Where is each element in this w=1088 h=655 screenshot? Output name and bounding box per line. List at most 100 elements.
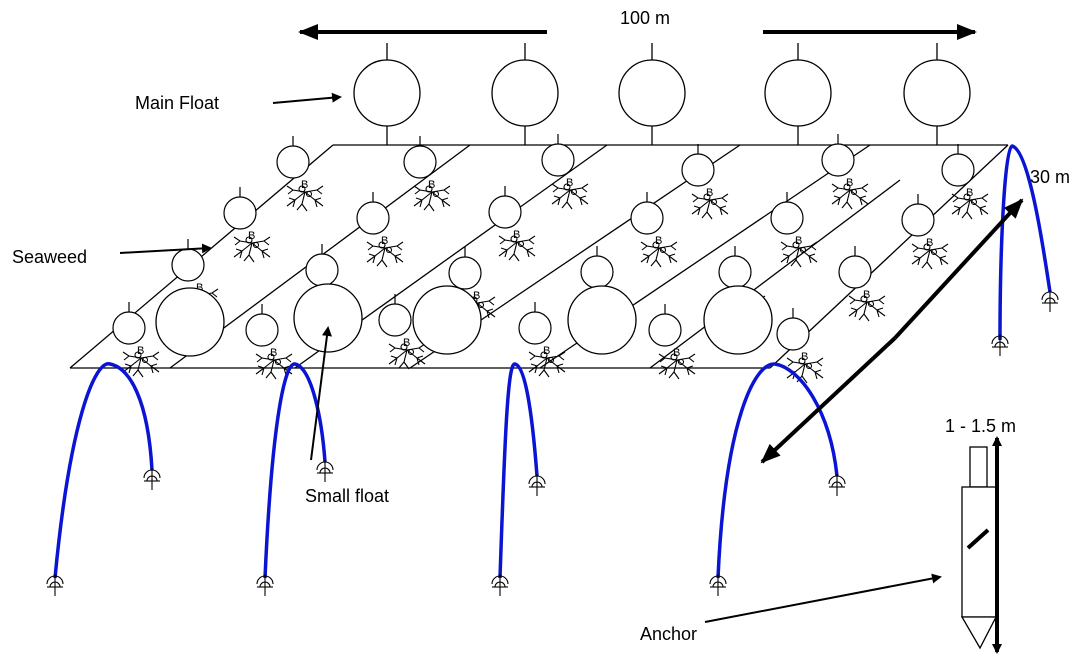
seaweed-bead: [970, 198, 978, 206]
small-float: [245, 313, 279, 347]
seaweed-frond: [423, 191, 435, 212]
main-float: [618, 59, 686, 127]
width-label: 30 m: [1030, 167, 1070, 187]
seaweed-cluster: B: [848, 289, 886, 322]
seaweed-frond: [384, 247, 404, 264]
small-float: [171, 248, 205, 282]
mooring-rope: [498, 362, 539, 579]
seaweed-cluster: B: [911, 237, 949, 270]
seaweed-cluster: B: [122, 345, 160, 378]
seaweed-cluster: B: [233, 230, 271, 263]
front-floats: [155, 283, 773, 357]
small-float: [518, 311, 552, 345]
seaweed-bead: [267, 353, 275, 361]
anchor-symbol: [316, 460, 334, 482]
seaweed-cluster: B: [255, 347, 293, 380]
main-float: [764, 59, 832, 127]
seaweed-frond: [476, 302, 496, 319]
seaweed-mark: B: [966, 187, 973, 199]
seaweed-frond: [388, 349, 408, 366]
anchor-symbol: [1041, 290, 1059, 312]
seaweed-mark: B: [137, 345, 144, 357]
seaweed-pointer: [119, 243, 212, 254]
seaweed-frond: [961, 199, 973, 220]
seaweed-bead: [923, 243, 931, 251]
small-float: [838, 255, 872, 289]
anchor-symbol: [491, 574, 509, 596]
seaweed-mark: B: [196, 282, 203, 294]
anchor-fluke: [966, 528, 990, 550]
pointer-arrows: [119, 92, 942, 623]
seaweed-bead: [274, 358, 282, 366]
seaweed-mark: B: [706, 187, 713, 199]
seaweed-frond: [398, 349, 410, 370]
mooring-rope: [53, 362, 154, 579]
seaweed-frond: [848, 301, 868, 318]
small-float-pointer: [310, 326, 332, 461]
small-float: [770, 201, 804, 235]
anchor-symbol: [143, 468, 161, 490]
seaweed-frond: [858, 301, 870, 322]
seaweed-frond: [508, 241, 520, 262]
seaweed-bead: [805, 362, 813, 370]
anchor-symbol: [991, 334, 1009, 356]
seaweed-bead: [652, 241, 660, 249]
seaweed-mark: B: [795, 235, 802, 247]
seaweed-bead: [867, 300, 875, 308]
seaweed-bead: [570, 188, 578, 196]
seaweed-frond: [251, 242, 271, 259]
seaweed-mark: B: [655, 235, 662, 247]
seaweed-frond: [406, 349, 426, 366]
small-float: [112, 311, 146, 345]
seaweed-frond: [911, 249, 931, 266]
seaweed-bead: [134, 351, 142, 359]
seaweed-frond: [286, 191, 306, 208]
seaweed-mark: B: [543, 345, 550, 357]
seaweed-bead: [510, 235, 518, 243]
anchor-symbol: [528, 474, 546, 496]
seaweed-bead: [141, 356, 149, 364]
seaweed-frond: [658, 247, 678, 264]
seaweed-frond: [676, 359, 696, 376]
seaweed-mark: B: [381, 235, 388, 247]
seaweed-bead: [710, 198, 718, 206]
seaweed-mark: B: [248, 230, 255, 242]
width-arrow-up: [893, 198, 1024, 340]
anchor-detail: [960, 436, 1002, 654]
seaweed-bead: [843, 183, 851, 191]
seaweed-bead: [378, 241, 386, 249]
seaweed-frond: [640, 247, 660, 264]
main-float-label: Main Float: [135, 93, 219, 113]
seaweed-frond: [969, 199, 989, 216]
small-float: [821, 143, 855, 177]
seaweed-frond: [551, 189, 571, 206]
seaweed-frond: [804, 363, 824, 380]
seaweed-frond: [691, 199, 711, 216]
small-float: [223, 196, 257, 230]
seaweed-bead: [798, 357, 806, 365]
anchor-body: [961, 486, 997, 618]
seaweed-bead: [517, 240, 525, 248]
seaweed-bead: [305, 190, 313, 198]
small-float-label: Small float: [305, 486, 389, 506]
seaweed-label: Seaweed: [12, 247, 87, 267]
small-float: [305, 253, 339, 287]
seaweed-frond: [841, 189, 853, 210]
seaweed-frond: [849, 189, 869, 206]
seaweed-frond: [498, 241, 518, 258]
seaweed-frond: [140, 357, 160, 374]
seaweed-mark: B: [926, 237, 933, 249]
seaweed-bead: [563, 183, 571, 191]
seaweed-bead: [425, 185, 433, 193]
seaweed-cluster: B: [388, 337, 426, 370]
seaweed-mark: B: [801, 351, 808, 363]
seaweed-frond: [538, 357, 550, 378]
seaweed-bead: [252, 241, 260, 249]
mooring-rope: [716, 362, 839, 579]
seaweed-bead: [540, 351, 548, 359]
seaweed-bead: [930, 248, 938, 256]
anchor-pointer: [704, 573, 942, 623]
small-float: [276, 145, 310, 179]
seaweed-frond: [701, 199, 713, 220]
dimension-arrows: [298, 24, 1024, 464]
